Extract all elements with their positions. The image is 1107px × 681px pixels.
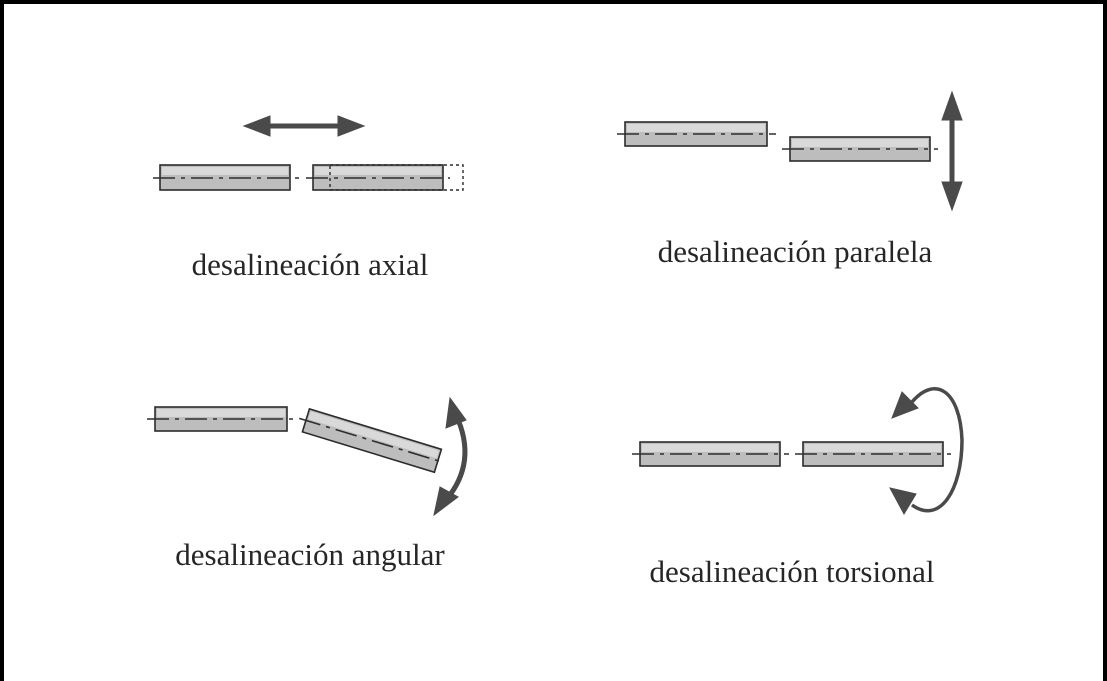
torsional-right-shaft <box>795 441 951 467</box>
torsional-caption: desalineación torsional <box>650 554 935 589</box>
angular-tilted-shaft <box>298 407 445 474</box>
axial-caption: desalineación axial <box>192 247 429 282</box>
angular-misalignment-figure: desalineación angular <box>147 396 468 572</box>
parallel-caption: desalineación paralela <box>658 234 933 269</box>
parallel-misalignment-figure: desalineación paralela <box>617 90 963 269</box>
axial-double-arrow-icon <box>242 115 366 137</box>
axial-right-shaft <box>306 164 464 191</box>
angular-caption: desalineación angular <box>175 537 445 572</box>
axial-left-shaft <box>153 164 300 191</box>
torsional-left-shaft <box>632 441 789 467</box>
parallel-left-shaft <box>617 121 776 147</box>
parallel-vertical-arrow-icon <box>941 90 963 212</box>
angular-curved-arrow-icon <box>433 396 468 517</box>
parallel-right-shaft <box>782 136 938 162</box>
torsional-misalignment-figure: desalineación torsional <box>632 387 964 589</box>
torsional-rotation-arrow-icon <box>889 387 964 516</box>
axial-misalignment-figure: desalineación axial <box>153 115 464 282</box>
angular-left-shaft <box>147 406 296 432</box>
